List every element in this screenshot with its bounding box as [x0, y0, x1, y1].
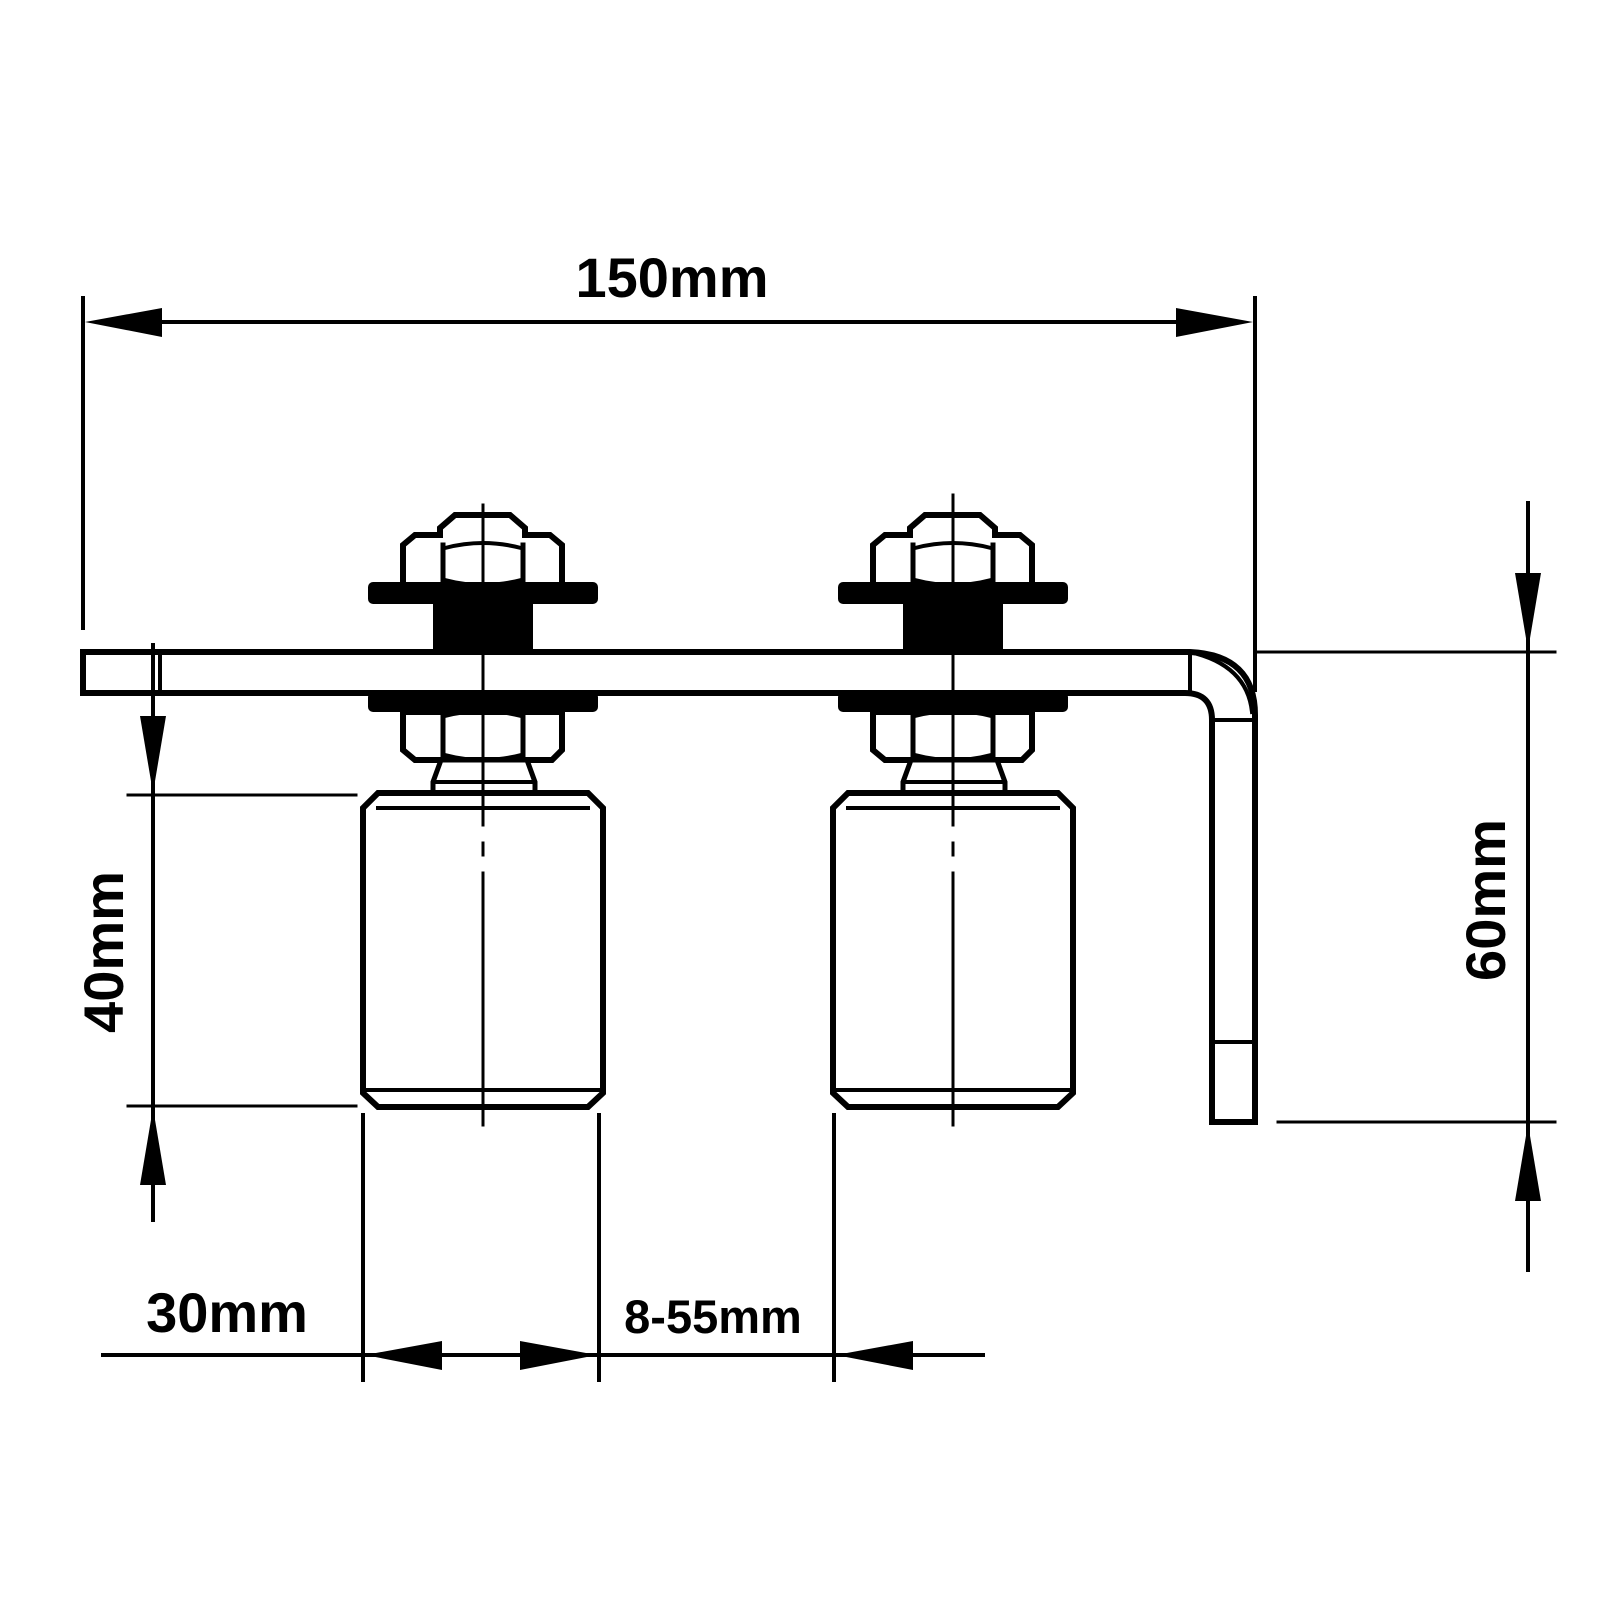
dimension-total-length: 150mm [81, 246, 1257, 692]
arrowhead-left-into-gap [836, 1341, 913, 1370]
arrowhead-up [140, 1108, 166, 1185]
arrowhead-down [140, 716, 166, 793]
arrowhead-left [85, 308, 162, 337]
arrowhead-right [1176, 308, 1253, 337]
dimension-wheel-width-and-gap: 30mm 8-55mm [101, 1113, 985, 1382]
arrowhead-left-into-wheel [520, 1341, 597, 1370]
dim-label-8-55mm: 8-55mm [624, 1290, 802, 1343]
arrowhead-down [1515, 573, 1541, 650]
dim-label-150mm: 150mm [575, 246, 768, 309]
arrowhead-up [1515, 1124, 1541, 1201]
dim-label-60mm: 60mm [1454, 819, 1517, 981]
roller-assembly-right [830, 493, 1076, 1127]
base-plate [80, 649, 1258, 1125]
roller-assembly-left [360, 503, 606, 1127]
dimension-bracket-height: 60mm [1253, 501, 1557, 1272]
dimension-wheel-diameter: 40mm [72, 643, 358, 1222]
arrowhead-right-into-wheel [365, 1341, 442, 1370]
dim-label-30mm: 30mm [146, 1281, 308, 1344]
dim-label-40mm: 40mm [72, 871, 135, 1033]
